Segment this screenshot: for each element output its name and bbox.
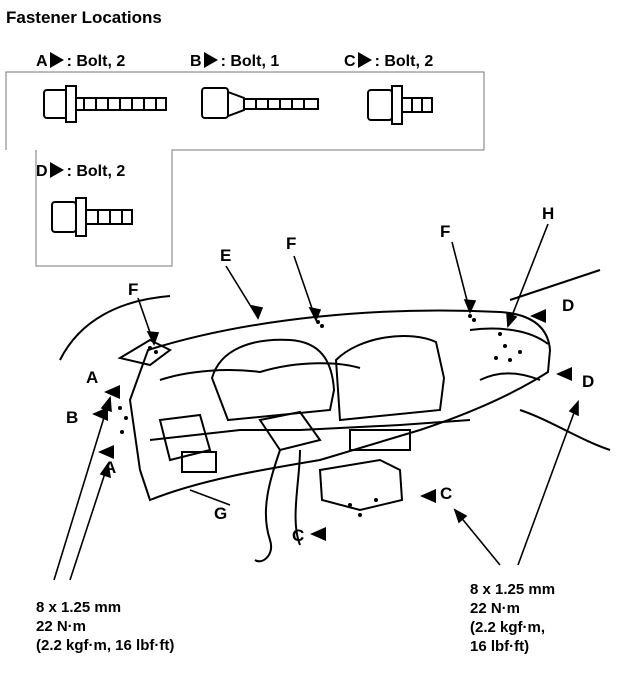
callout-f-left: F: [128, 280, 139, 299]
callout-f-center: F: [286, 234, 297, 253]
callout-c-right: C: [440, 484, 453, 503]
bolt-c-icon: [367, 85, 433, 125]
callout-a-lower: A: [104, 458, 117, 477]
torque-spec-right: 8 x 1.25 mm 22 N·m (2.2 kgf·m, 16 lbf·ft…: [470, 580, 555, 656]
legend-text-d: : Bolt, 2: [66, 163, 126, 180]
arrow-heads: [92, 309, 572, 541]
legend-box: [5, 71, 485, 267]
callout-a-upper: A: [86, 368, 99, 387]
legend-letter-d: D: [36, 163, 48, 180]
spec-left-size: 8 x 1.25 mm: [36, 599, 122, 616]
legend-text-b: : Bolt, 1: [220, 53, 280, 70]
callout-g: G: [214, 504, 228, 523]
spec-right-conversion-1: (2.2 kgf·m,: [470, 619, 546, 636]
spec-right-conversion-2: 16 lbf·ft): [470, 638, 530, 655]
fastener-points: [118, 314, 522, 517]
spec-left-torque: 22 N·m: [36, 618, 87, 635]
legend-text-a: : Bolt, 2: [66, 53, 126, 70]
legend-letter-b: B: [190, 53, 202, 70]
callout-d-upper: D: [562, 296, 575, 315]
legend-letter-a: A: [36, 53, 48, 70]
leader-lines: [53, 223, 579, 581]
callout-h: H: [542, 204, 555, 223]
page-title: Fastener Locations: [6, 8, 162, 27]
callout-f-right: F: [440, 222, 451, 241]
callout-e: E: [220, 246, 232, 265]
triangle-marker-icon: [49, 162, 64, 178]
legend-letter-c: C: [344, 53, 356, 70]
dashboard-outline: [59, 269, 611, 563]
legend-item-d: D : Bolt, 2: [36, 162, 125, 181]
triangle-marker-icon: [357, 52, 372, 68]
triangle-marker-icon: [203, 52, 218, 68]
spec-right-torque: 22 N·m: [470, 600, 521, 617]
bolt-b-icon: [201, 87, 319, 119]
callout-c-left: C: [292, 526, 305, 545]
legend-item-a: A : Bolt, 2: [36, 52, 125, 71]
bolt-d-icon: [51, 197, 133, 237]
legend-text-c: : Bolt, 2: [374, 53, 434, 70]
callout-d-lower: D: [582, 372, 595, 391]
spec-right-size: 8 x 1.25 mm: [470, 581, 556, 598]
legend-item-c: C : Bolt, 2: [344, 52, 433, 71]
bolt-a-icon: [43, 85, 167, 123]
spec-left-conversion: (2.2 kgf·m, 16 lbf·ft): [36, 637, 175, 654]
triangle-marker-icon: [49, 52, 64, 68]
torque-spec-left: 8 x 1.25 mm 22 N·m (2.2 kgf·m, 16 lbf·ft…: [36, 598, 174, 655]
legend-item-b: B : Bolt, 1: [190, 52, 279, 71]
callout-b: B: [66, 408, 79, 427]
